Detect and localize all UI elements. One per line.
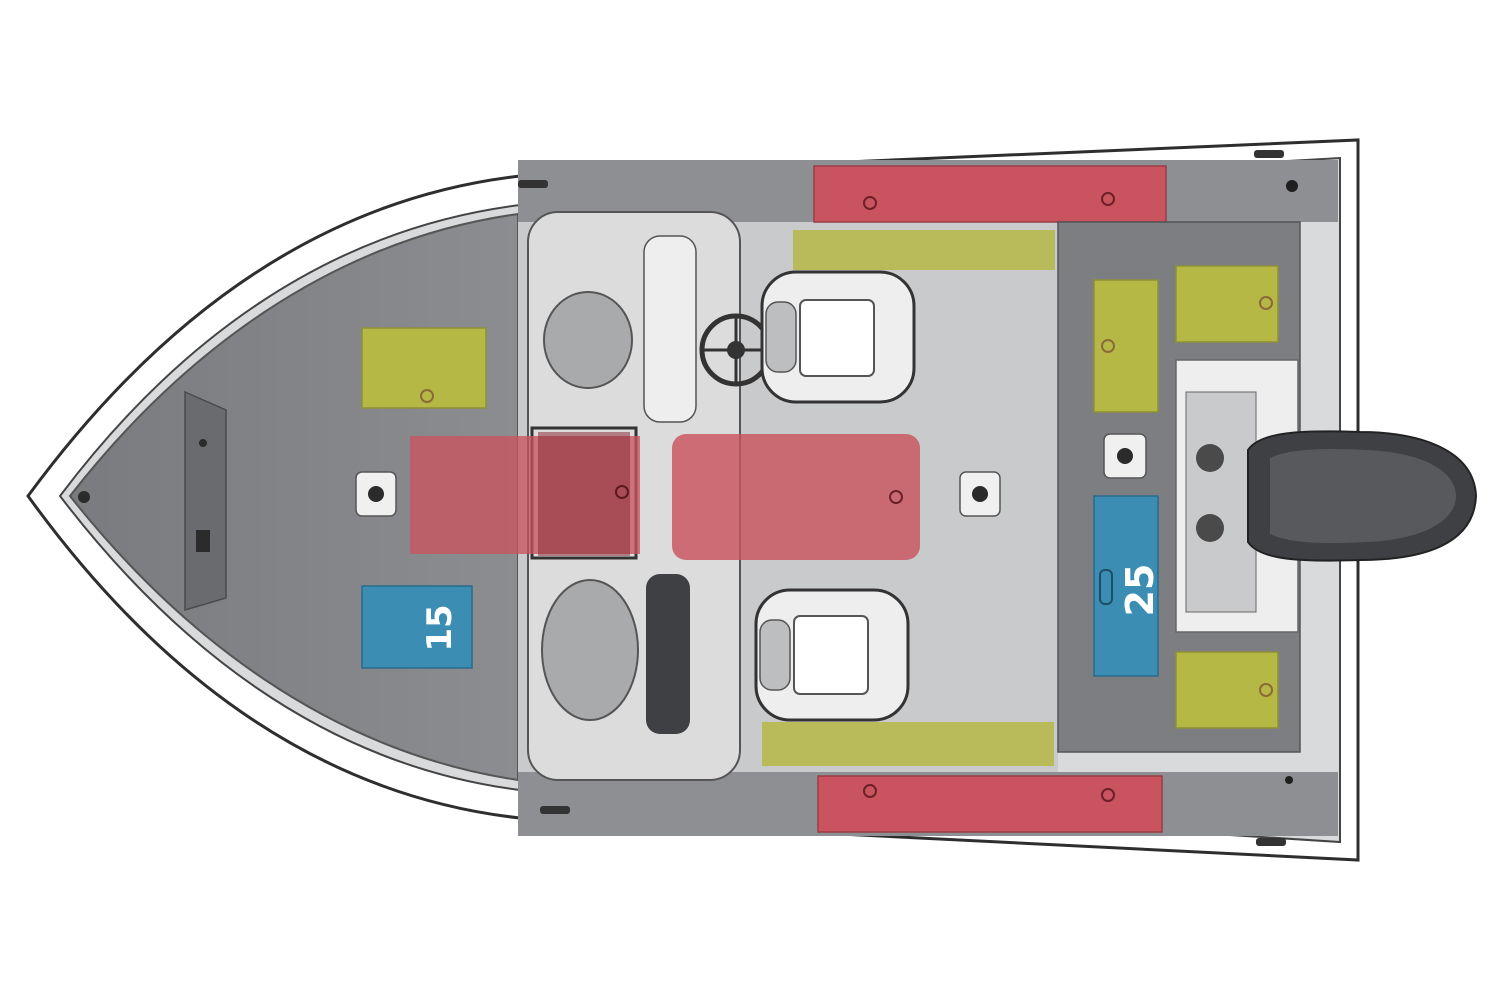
motor-mount <box>1185 391 1257 613</box>
hatch-latch-icon <box>1259 296 1273 310</box>
bow-anchor-panel <box>184 390 227 612</box>
starboard-side-locker[interactable] <box>817 775 1163 833</box>
cleat-icon <box>1254 150 1284 158</box>
livewell[interactable] <box>1093 495 1159 677</box>
fuel-fill-icon <box>1196 444 1224 472</box>
port-console-icon <box>543 291 633 389</box>
helm-dash <box>643 235 697 423</box>
hatch-latch-icon <box>420 389 434 403</box>
port-rod-storage[interactable] <box>793 230 1055 270</box>
motor-cowl <box>1270 448 1456 544</box>
livewell-label: 25 <box>1118 564 1162 617</box>
hatch-latch-icon <box>889 490 903 504</box>
seat-pedestal-base-icon <box>959 471 1001 517</box>
hatch-latch-icon <box>1101 788 1115 802</box>
center-floor-locker[interactable] <box>672 434 920 560</box>
bow-light-icon <box>78 491 90 503</box>
fuel-fill-icon <box>1196 514 1224 542</box>
hatch-latch-icon <box>863 784 877 798</box>
steering-wheel-icon <box>699 313 773 387</box>
bow-switch-icon <box>196 530 210 552</box>
center-walkthrough-inner <box>538 432 630 556</box>
bow-right-compartment[interactable] <box>361 585 473 669</box>
hatch-latch-icon <box>1101 192 1115 206</box>
cleat-icon <box>1285 776 1293 784</box>
bow-left-compartment[interactable] <box>361 327 487 409</box>
stern-top-left[interactable] <box>1093 279 1159 413</box>
bow-right-compartment-label: 15 <box>420 604 460 651</box>
seat-icon <box>754 588 910 722</box>
starboard-console-icon <box>541 579 639 721</box>
starboard-rod-storage[interactable] <box>762 722 1054 766</box>
cleat-icon <box>518 180 548 188</box>
stereo-panel <box>646 574 690 734</box>
stern-top-right[interactable] <box>1175 265 1279 343</box>
cleat-icon <box>199 439 207 447</box>
hatch-latch-icon <box>863 196 877 210</box>
hatch-latch-icon <box>1101 339 1115 353</box>
cleat-icon <box>540 806 570 814</box>
cleat-icon <box>1256 838 1286 846</box>
seat-icon <box>760 270 916 404</box>
port-side-locker[interactable] <box>813 165 1167 223</box>
seat-pedestal-base-icon <box>1103 433 1147 479</box>
cleat-icon <box>1286 180 1298 192</box>
livewell-handle-icon <box>1099 569 1113 605</box>
seat-pedestal-base-icon <box>355 471 397 517</box>
stern-bottom-right[interactable] <box>1175 651 1279 729</box>
hatch-latch-icon <box>615 485 629 499</box>
hatch-latch-icon <box>1259 683 1273 697</box>
